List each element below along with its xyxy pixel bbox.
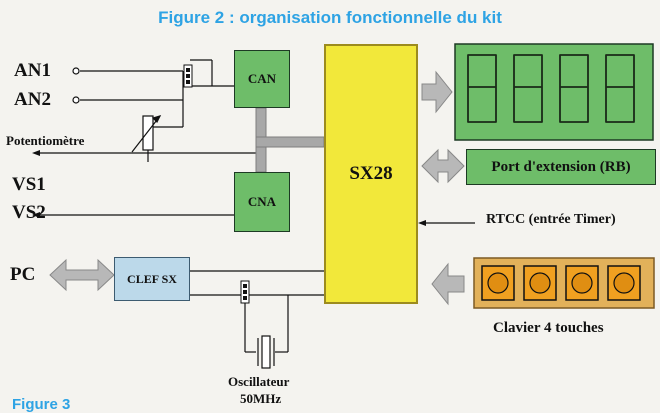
jumper-bottom xyxy=(240,280,250,304)
pc-label: PC xyxy=(10,264,36,285)
an2-label: AN2 xyxy=(14,89,51,110)
jumper-top xyxy=(183,64,193,88)
vs2-label: VS2 xyxy=(12,202,46,223)
arrow-port-bidir xyxy=(421,148,465,184)
sx28-microcontroller: SX28 xyxy=(324,44,418,304)
seven-segment-display xyxy=(454,43,654,141)
an1-label: AN1 xyxy=(14,60,51,81)
crystal-symbol xyxy=(257,335,275,369)
cna-block: CNA xyxy=(234,172,290,232)
arrow-from-keypad xyxy=(431,262,465,306)
vs1-label: VS1 xyxy=(12,174,46,195)
clef-sx-block: CLEF SX xyxy=(114,257,190,301)
oscillator-label-line1: Oscillateur xyxy=(228,374,290,389)
figure-3-caption: Figure 3 xyxy=(12,396,71,413)
potentiometer-label: Potentiomètre xyxy=(6,133,85,148)
port-extension-block: Port d'extension (RB) xyxy=(466,149,656,185)
arrow-pc-bidir xyxy=(49,258,115,292)
keypad-label: Clavier 4 touches xyxy=(493,320,604,336)
keypad xyxy=(473,257,655,309)
arrow-to-display xyxy=(421,70,453,114)
rtcc-label: RTCC (entrée Timer) xyxy=(486,212,616,227)
figure-title: Figure 2 : organisation fonctionnelle du… xyxy=(158,8,502,27)
potentiometer-symbol xyxy=(131,115,162,162)
oscillator-label-line2: 50MHz xyxy=(240,391,282,406)
can-block: CAN xyxy=(234,50,290,108)
